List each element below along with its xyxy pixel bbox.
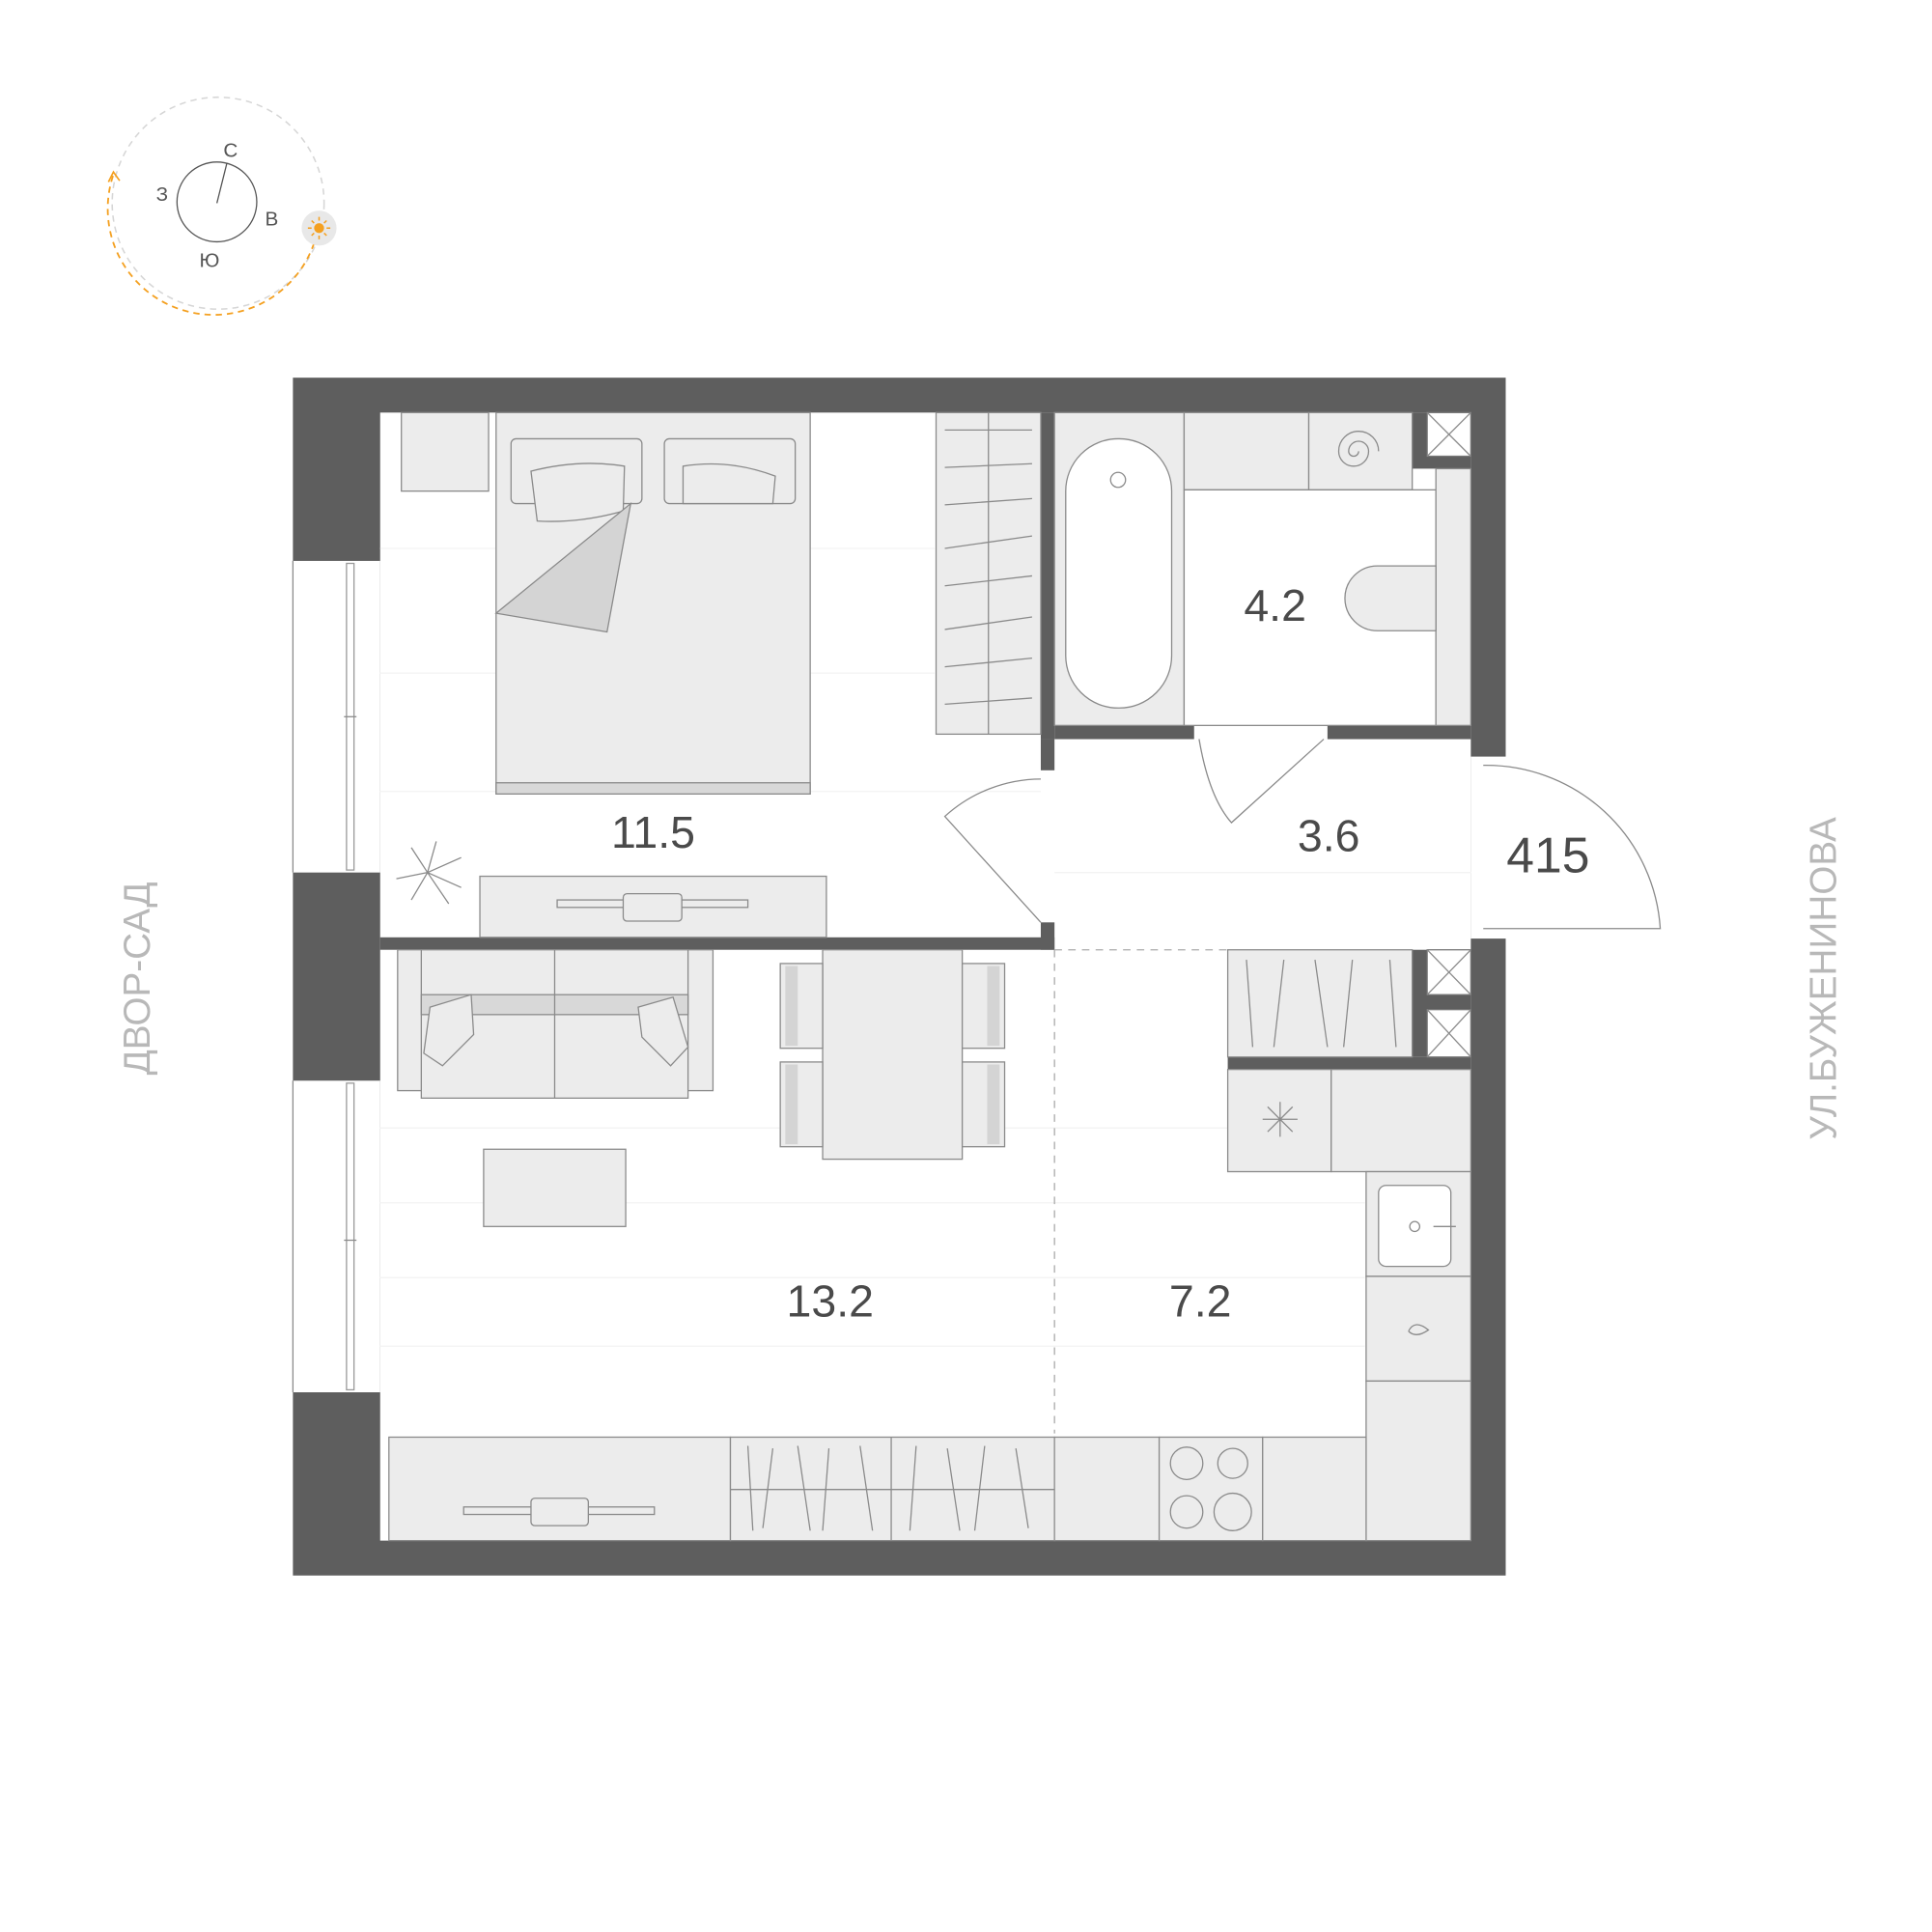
coffee-table (483, 1148, 627, 1227)
window-living (292, 1080, 380, 1393)
compass-east: В (266, 209, 279, 231)
wardrobe (935, 411, 1042, 736)
media-console (388, 1436, 732, 1542)
orientation-left: ДВОР-САД (117, 882, 158, 1075)
apartment-number: 415 (1506, 827, 1589, 883)
sun-path-arc (106, 174, 316, 316)
compass-south: Ю (199, 249, 219, 271)
room-area-kitchen: 7.2 (1169, 1275, 1232, 1326)
sun-icon (301, 210, 337, 246)
wardrobe-living (729, 1436, 1055, 1542)
compass-west: З (156, 183, 168, 206)
tv-stand (479, 875, 827, 938)
room-area-bedroom: 11.5 (611, 807, 695, 857)
living-furniture (388, 949, 1055, 1542)
toilet (1344, 565, 1437, 631)
dining-table (779, 949, 1006, 1161)
compass: С З В Ю (106, 96, 337, 316)
ventilation-shaft (1426, 411, 1471, 1058)
room-area-bathroom: 4.2 (1244, 580, 1306, 630)
bedroom-furniture (396, 411, 1042, 938)
boiler (1307, 411, 1414, 490)
nightstand (401, 411, 490, 492)
room-area-living: 13.2 (787, 1275, 874, 1326)
window-bedroom (292, 560, 380, 873)
orientation-right: УЛ.БУЖЕНИНОВА (1804, 817, 1845, 1140)
doors (943, 739, 1662, 1434)
kitchen-fixtures (1053, 949, 1471, 1542)
plant-icon (396, 841, 462, 905)
room-area-hallway: 3.6 (1298, 811, 1360, 861)
bed (494, 411, 811, 795)
compass-north: С (223, 140, 238, 162)
bathroom-fixtures (1053, 411, 1471, 726)
sofa (397, 949, 714, 1099)
